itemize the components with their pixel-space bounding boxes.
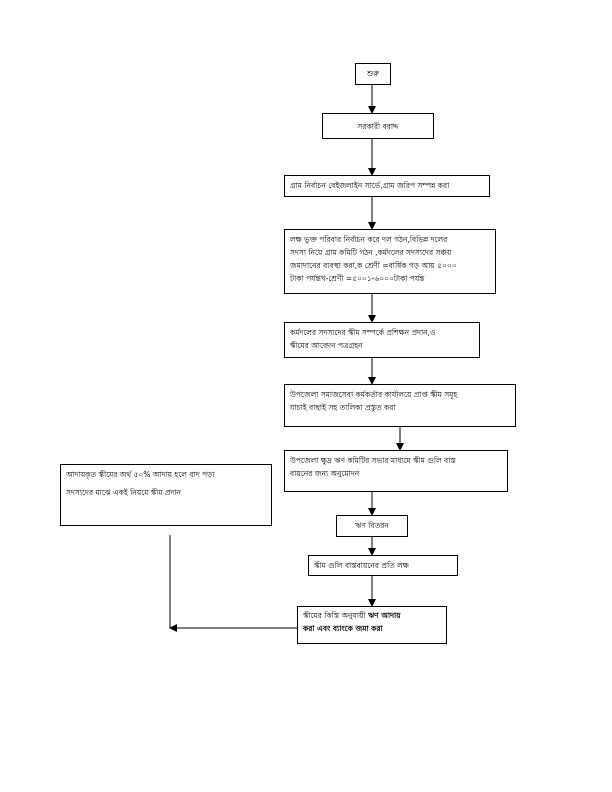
training-box: কর্মদলের সদস্যদের স্কীম সম্পর্কে প্রশিক্… — [284, 322, 480, 358]
disbursement-label: ঋণ বিতরন — [355, 521, 389, 530]
side-reinvestment-box: আদায়কৃত স্কীমের অর্থ ৫০% আদায় হলে বাদ … — [60, 464, 272, 526]
side-reinvestment-line-1: আদায়কৃত স্কীমের অর্থ ৫০% আদায় হলে বাদ … — [66, 470, 215, 479]
committee-approval-line-1: উপজেলা ক্ষুদ্র ঋণ কমিটির সভার মাধ্যমে স্… — [290, 456, 456, 465]
group-formation-box: লক্ষ ভুক্ত পরিবার নির্বাচন করে দল গঠন,বি… — [284, 229, 496, 294]
recovery-line-1-normal: স্কীমের কিস্তি অনুযায়ী — [303, 611, 366, 620]
committee-approval-line-2: বায়নের জন্য অনুমোদন — [290, 469, 360, 478]
recovery-box: স্কীমের কিস্তি অনুযায়ী ঋণ আদায় করা এবং… — [297, 606, 447, 644]
monitoring-box: স্কীম গুলি বাস্তবায়নের প্রতি লক্ষ — [308, 555, 458, 576]
allocation-label: সরকারী বরাদ্দ — [357, 122, 399, 131]
recovery-line-2: করা এবং ব্যাংকে জমা করা — [303, 624, 383, 633]
disbursement-box: ঋণ বিতরন — [336, 515, 408, 537]
committee-approval-box: উপজেলা ক্ষুদ্র ঋণ কমিটির সভার মাধ্যমে স্… — [284, 450, 508, 492]
group-formation-line-2: সদস্য নিয়ে গ্রাম কমিটি গঠন ,কর্মদলের সদ… — [290, 248, 452, 257]
office-review-line-1: উপজেলা সমাজসেবা কর্মকর্তার কার্যালয়ে প্… — [290, 390, 458, 399]
village-survey-label: গ্রাম নির্বাচন বেইজলাইন সার্ভে,গ্রাম জরি… — [290, 181, 450, 190]
monitoring-label: স্কীম গুলি বাস্তবায়নের প্রতি লক্ষ — [314, 561, 409, 570]
side-reinvestment-line-2: সদস্যদের মাঝে একই নিয়মে স্কীম প্রদান — [66, 488, 182, 497]
office-review-line-2: যাচাই বাছাই সহ তালিকা প্রস্তুত করা — [290, 403, 396, 412]
group-formation-line-1: লক্ষ ভুক্ত পরিবার নির্বাচন করে দল গঠন,বি… — [290, 235, 448, 244]
group-formation-line-4: টাকা পর্যন্তখ-শ্রেণী =৫০০১-৬০০০টাকা পর্য… — [290, 274, 425, 283]
recovery-line-1: স্কীমের কিস্তি অনুযায়ী ঋণ আদায় — [303, 609, 441, 622]
recovery-line-1-bold: ঋণ আদায় — [367, 611, 401, 620]
training-line-2: স্কীমের আবেদন পত্রগ্রহন — [290, 341, 363, 350]
start-box: শুরু — [355, 63, 391, 85]
start-label: শুরু — [366, 69, 380, 78]
village-survey-box: গ্রাম নির্বাচন বেইজলাইন সার্ভে,গ্রাম জরি… — [284, 175, 490, 197]
office-review-box: উপজেলা সমাজসেবা কর্মকর্তার কার্যালয়ে প্… — [284, 384, 516, 427]
training-line-1: কর্মদলের সদস্যদের স্কীম সম্পর্কে প্রশিক্… — [290, 328, 436, 337]
allocation-box: সরকারী বরাদ্দ — [322, 113, 434, 139]
group-formation-line-3: জমাদানের ব্যবস্থা করা,ক শ্রেণী =বার্ষিক … — [290, 261, 457, 270]
